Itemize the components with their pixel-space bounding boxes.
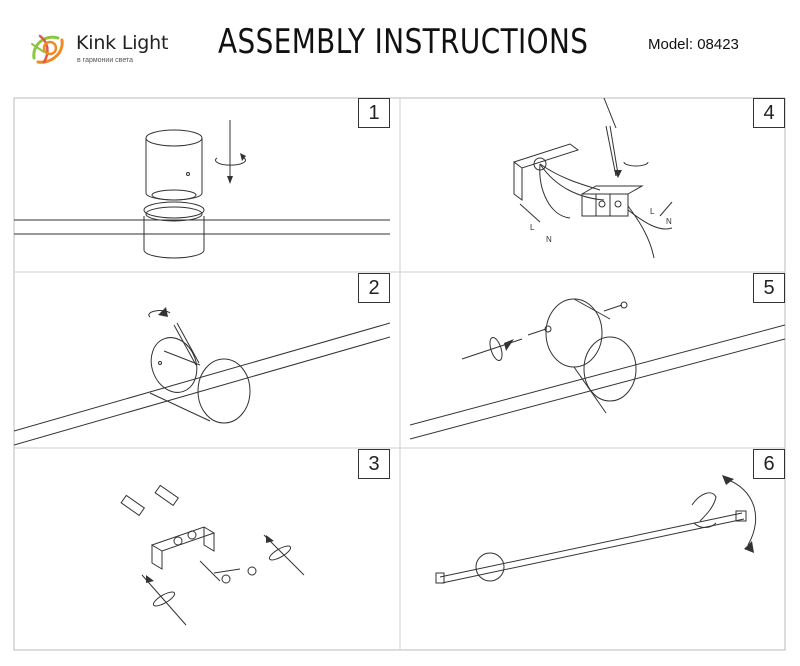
step-3-illustration — [120, 484, 305, 626]
step-number: 1 — [358, 98, 390, 128]
wire-label-neutral-left: N — [546, 235, 552, 244]
wire-label-neutral-right: N — [666, 217, 672, 226]
brand-tagline: в гармонии света — [77, 57, 134, 64]
sheet-frame — [13, 97, 786, 651]
step-5-illustration — [410, 298, 785, 440]
step-3-panel: 3 — [14, 449, 390, 650]
logo-mark-icon — [31, 34, 64, 64]
step-4-panel: 4 — [410, 98, 785, 272]
wire-label-live-left: L — [530, 223, 535, 232]
step-number: 5 — [753, 273, 785, 303]
step-2-panel: 2 — [14, 273, 390, 448]
step-number: 2 — [358, 273, 390, 303]
brand-logo: Kink Light в гармонии света — [28, 28, 188, 72]
page-header: Kink Light в гармонии света ASSEMBLY INS… — [0, 0, 800, 88]
step-number: 4 — [753, 98, 785, 128]
step-number: 6 — [753, 449, 785, 479]
step-1-panel: 1 — [14, 98, 390, 272]
wire-label-live-right: L — [650, 207, 655, 216]
step-4-illustration: L N L N — [512, 98, 673, 259]
step-5-panel: 5 — [410, 273, 785, 448]
page-title: ASSEMBLY INSTRUCTIONS — [218, 22, 589, 62]
brand-name: Kink Light — [76, 32, 169, 54]
model-number: Model: 08423 — [648, 36, 739, 53]
step-2-illustration — [14, 307, 390, 446]
step-number: 3 — [358, 449, 390, 479]
step-6-illustration — [435, 475, 757, 584]
step-1-illustration — [14, 120, 390, 259]
instruction-sheet: 1 — [0, 88, 800, 666]
step-6-panel: 6 — [410, 449, 785, 650]
